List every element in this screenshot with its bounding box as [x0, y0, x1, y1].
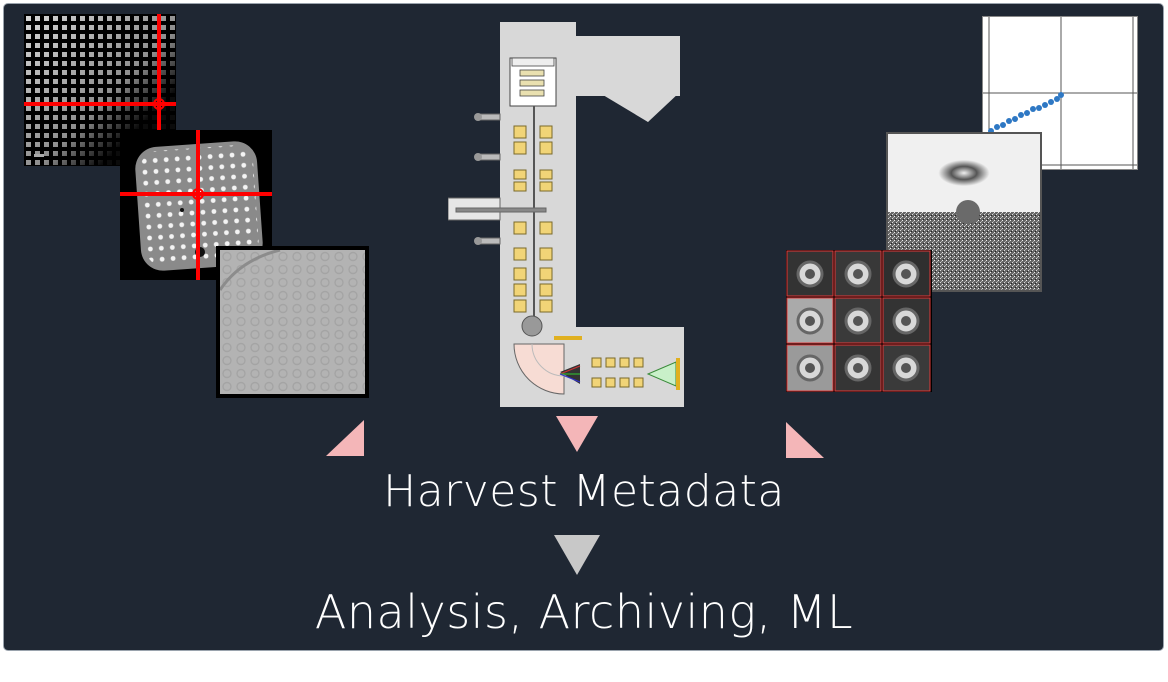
power-spectrum-image — [886, 132, 1042, 292]
gridsquare-icon — [120, 130, 272, 280]
microscope-schematic — [448, 22, 684, 410]
micrograph-image — [216, 246, 369, 398]
analysis-archiving-ml-label: Analysis, Archiving, ML — [314, 585, 854, 639]
microscope-schematic-icon — [448, 22, 684, 407]
micrograph-icon — [220, 250, 365, 394]
2d-class-averages-icon — [786, 250, 931, 392]
arrow-center-icon — [556, 416, 598, 452]
thon-rings-icon — [888, 134, 1040, 290]
class-averages-image — [786, 250, 932, 392]
arrow-left-icon — [326, 420, 364, 456]
grid-square-image — [120, 130, 272, 280]
arrow-down-icon — [554, 535, 600, 575]
arrow-right-icon — [786, 422, 824, 458]
harvest-metadata-label: Harvest Metadata — [383, 466, 785, 517]
